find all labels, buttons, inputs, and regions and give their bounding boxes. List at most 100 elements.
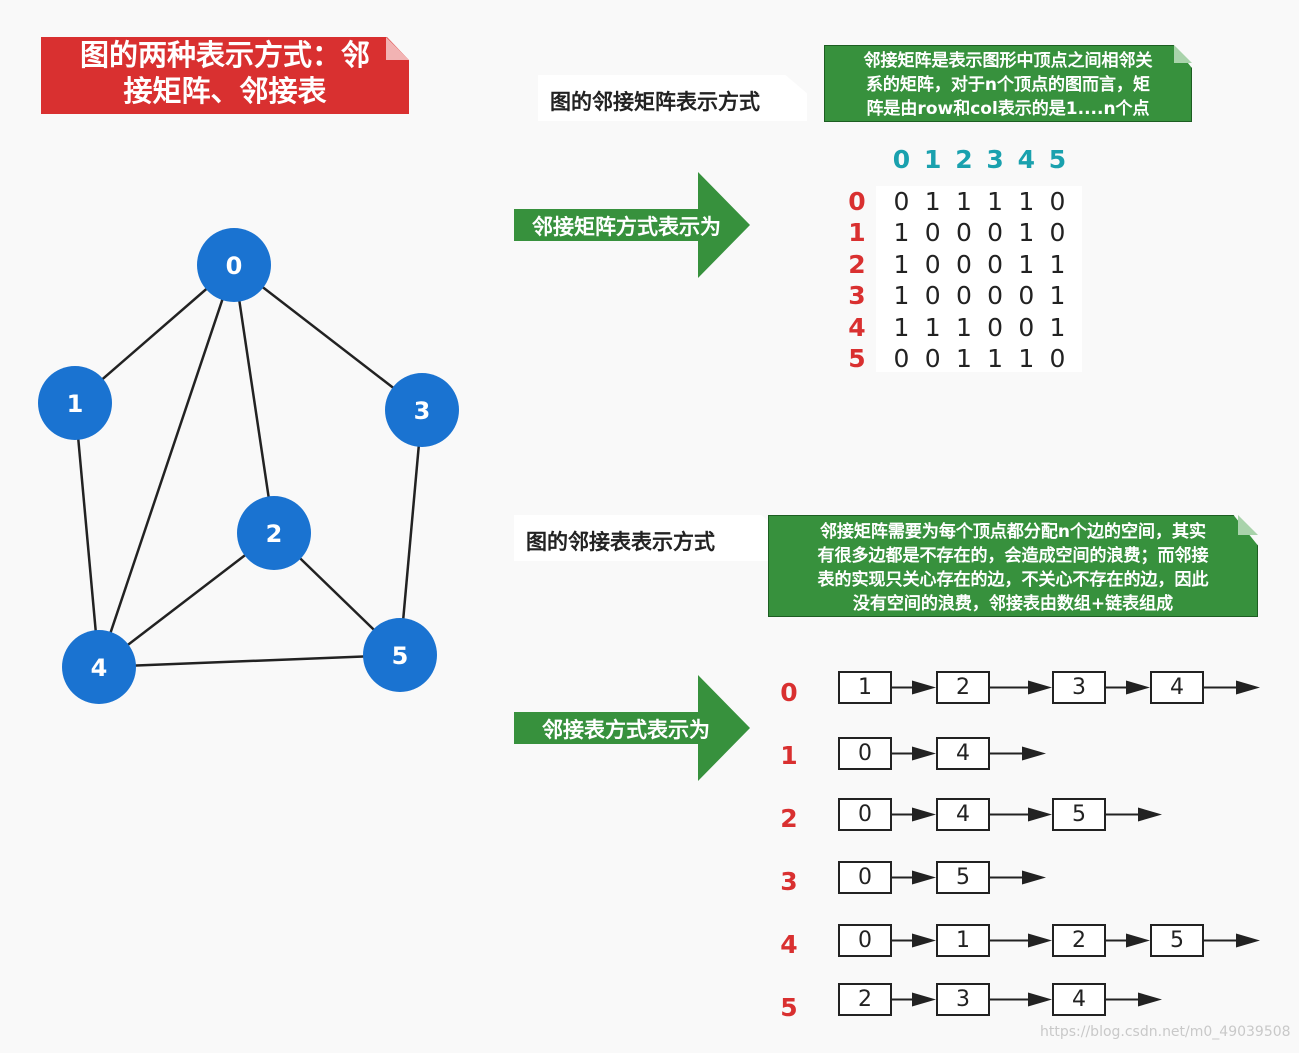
list-node: 1 [936,924,990,957]
matrix-cell: 0 [987,218,1004,248]
matrix-cell: 1 [893,281,910,311]
graph-edge [233,264,423,411]
matrix-cell: 0 [955,281,972,311]
graph-node [62,630,136,704]
title-line-1: 图的两种表示方式：邻 [79,38,370,72]
matrix-cell: 1 [893,312,910,342]
matrix-note-line: 系的矩阵，对于n个顶点的图而言，矩 [865,75,1151,95]
matrix-background [876,186,1082,372]
matrix-cell: 1 [1018,187,1035,216]
list-vertex-label: 1 [780,741,798,770]
list-arrow-label: 邻接表方式表示为 [542,718,710,742]
list-link-arrowhead [1236,680,1260,695]
list-link-arrowhead [1028,992,1052,1007]
list-link-arrowhead [912,933,936,948]
matrix-row-header: 3 [848,281,866,311]
matrix-cell: 0 [924,344,941,373]
graph-edge [398,409,424,656]
list-note-line: 邻接矩阵需要为每个顶点都分配n个边的空间，其实 [819,522,1207,542]
graph-node-label: 1 [67,390,84,418]
matrix-col-header: 5 [1048,145,1067,174]
graph-node-label: 4 [91,654,108,682]
matrix-cell: 0 [924,218,941,248]
matrix-cell: 1 [893,218,910,248]
matrix-cell: 0 [987,281,1004,311]
list-link-arrowhead [1028,680,1052,695]
list-node: 0 [838,798,892,831]
list-node: 0 [838,737,892,770]
matrix-col-header: 4 [1017,145,1035,174]
list-node: 3 [936,983,990,1016]
list-node: 4 [936,798,990,831]
list-link-arrowhead [1236,933,1260,948]
matrix-section-label: 图的邻接矩阵表示方式 [538,75,807,121]
matrix-note-line: 阵是由row和col表示的是1....n个点 [866,99,1150,119]
title-banner: 图的两种表示方式：邻 接矩阵、邻接表 [41,37,409,114]
list-link-arrowhead [1126,933,1150,948]
matrix-cell: 1 [955,344,972,373]
list-note-line: 有很多边都是不存在的，会造成空间的浪费；而邻接 [817,546,1209,566]
graph-edge [98,653,401,669]
list-vertex-label: 4 [780,930,798,959]
list-link-arrowhead [912,807,936,822]
list-node: 4 [1150,671,1204,704]
matrix-cell: 1 [987,187,1004,216]
graph-edge [97,264,236,668]
matrix-cell: 1 [1018,344,1035,373]
list-node: 2 [936,671,990,704]
matrix-arrow: 邻接矩阵方式表示为 [514,172,750,278]
matrix-note-line: 邻接矩阵是表示图形中顶点之间相邻关 [863,51,1153,71]
matrix-arrow-label: 邻接矩阵方式表示为 [532,215,721,239]
matrix-note: 邻接矩阵是表示图形中顶点之间相邻关 系的矩阵，对于n个顶点的图而言，矩 阵是由r… [824,45,1192,122]
graph-node-label: 3 [414,397,431,425]
matrix-cell: 1 [1049,281,1066,311]
matrix-col-header: 1 [923,145,942,174]
list-note: 邻接矩阵需要为每个顶点都分配n个边的空间，其实 有很多边都是不存在的，会造成空间… [768,515,1258,617]
list-link-arrowhead [1022,746,1046,761]
list-link-arrowhead [912,746,936,761]
matrix-row-header: 1 [848,218,866,248]
list-vertex-label: 3 [780,867,798,896]
list-node: 5 [936,861,990,894]
list-link-arrowhead [1138,807,1162,822]
list-arrow-shape [514,675,750,781]
matrix-cell: 1 [1018,249,1035,279]
matrix-cell: 0 [955,218,972,248]
matrix-cell: 0 [1018,281,1035,311]
list-node: 2 [1052,924,1106,957]
list-link-arrowhead [1028,807,1052,822]
matrix-cell: 0 [987,312,1004,342]
list-vertex-label: 5 [780,993,798,1022]
list-node: 1 [838,671,892,704]
graph-node [237,496,311,570]
matrix-row-header: 2 [848,249,866,279]
list-node: 3 [1052,671,1106,704]
list-link-arrowhead [1138,992,1162,1007]
graph-node [197,228,271,302]
list-node: 5 [1052,798,1106,831]
graph-node-label: 2 [266,520,283,548]
matrix-cell: 0 [924,281,941,311]
matrix-cell: 0 [893,344,910,373]
matrix-cell: 0 [893,187,910,216]
matrix-cell: 1 [893,249,910,279]
list-link-arrowhead [1126,680,1150,695]
graph-edge [232,264,276,534]
list-link-arrowhead [912,870,936,885]
matrix-col-header: 3 [986,145,1004,174]
list-node: 4 [1052,983,1106,1016]
graph-node [363,618,437,692]
matrix-cell: 1 [924,187,941,216]
list-note-line: 没有空间的浪费，邻接表由数组+链表组成 [852,594,1174,614]
matrix-arrow-shape [514,172,750,278]
list-node: 0 [838,924,892,957]
list-node: 4 [936,737,990,770]
list-section-label: 图的邻接表表示方式 [514,515,783,561]
matrix-cell: 1 [955,187,972,216]
matrix-cell: 1 [1018,218,1035,248]
graph-node [385,373,459,447]
matrix-cell: 0 [987,249,1004,279]
matrix-cell: 1 [1049,249,1066,279]
